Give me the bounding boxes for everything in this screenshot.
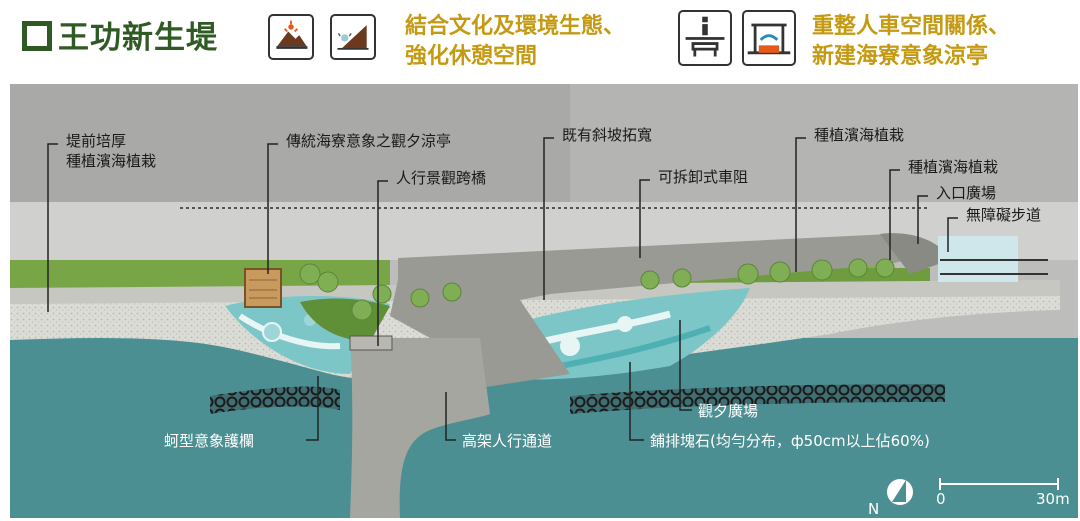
label-walkway: 高架人行通道 (462, 432, 552, 450)
leader-lines (47, 137, 958, 441)
goal-culture-ecology: 結合文化及環境生態、 強化休憩空間 (405, 14, 626, 69)
label-embankment-1: 堤前培厚 (66, 132, 126, 150)
mudflat-oyster-icon (268, 14, 314, 60)
label-sunset-plaza: 觀夕廣場 (698, 402, 758, 420)
entrance-plaza (880, 233, 950, 274)
scale-start: 0 (936, 490, 946, 508)
north-label: N (868, 500, 879, 518)
label-plant-2: 種植濱海植栽 (908, 158, 998, 176)
label-slope: 既有斜坡拓寬 (562, 126, 652, 144)
label-pavilion: 傳統海寮意象之觀夕涼亭 (286, 132, 451, 150)
label-bridge: 人行景觀跨橋 (396, 169, 486, 187)
sunset-pavilion (244, 268, 282, 308)
label-entrance: 入口廣場 (936, 184, 996, 202)
tetrapod-west (210, 386, 340, 414)
goal-pedestrian-pavilion: 重整人車空間關係、 新建海寮意象涼亭 (812, 14, 1011, 69)
tree-row (299, 258, 895, 321)
north-arrow: N (868, 479, 913, 518)
scale-end: 30m (1036, 490, 1070, 508)
crab-slope-icon (330, 14, 376, 60)
ramp-deck (390, 234, 930, 388)
label-barrier-free: 無障礙步道 (966, 206, 1041, 224)
label-rocks: 鋪排塊石(均勻分布，ф50cm以上佔60%) (650, 432, 930, 450)
page-title: 王功新生堤 (22, 12, 218, 57)
title-square-icon (22, 21, 52, 51)
tetrapod-east (570, 384, 945, 414)
label-plant-1: 種植濱海植栽 (814, 126, 904, 144)
scale-bar: 0 30m (936, 478, 1070, 508)
elevated-walkway (350, 338, 490, 518)
header: 王功新生堤 結合文化及環境生態、 強化休憩空間 (0, 0, 1080, 84)
label-barrier: 可拆卸式車阻 (658, 168, 748, 186)
pedestrian-bridge (349, 335, 393, 351)
label-embankment-2: 種植濱海植栽 (66, 152, 156, 170)
site-plan-map: 堤前培厚 種植濱海植栽 傳統海寮意象之觀夕涼亭 人行景觀跨橋 既有斜坡拓寬 可拆… (10, 84, 1078, 518)
pavilion-shelter-icon (742, 10, 796, 66)
label-railing: 蚵型意象護欄 (164, 432, 254, 450)
info-bench-icon (678, 10, 732, 66)
parking-lot (570, 84, 1078, 204)
